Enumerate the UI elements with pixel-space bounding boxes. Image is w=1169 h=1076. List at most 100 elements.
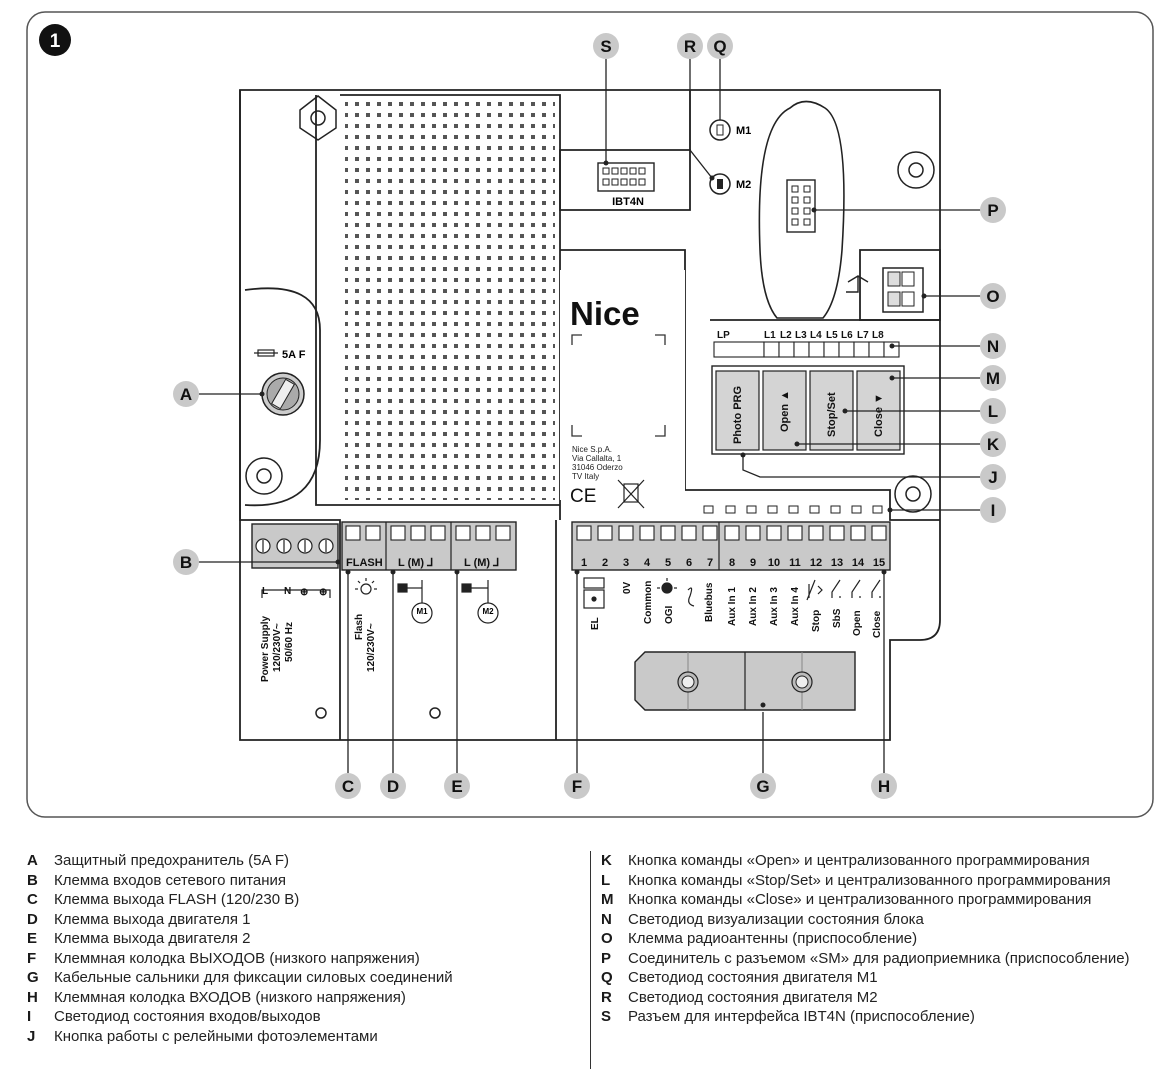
motor1-symbol-label: M1 (416, 607, 428, 616)
legend-key: A (27, 852, 38, 869)
m1-led (709, 119, 731, 141)
motor1-icon (397, 580, 433, 624)
terminal-number: 9 (750, 557, 756, 569)
ogi-lamp-icon (657, 578, 677, 594)
open-button[interactable] (762, 370, 807, 451)
legend-item: M Кнопка команды «Close» и централизованн… (601, 890, 1130, 910)
led-label: L3 (795, 330, 807, 341)
legend-text: Клемма выхода FLASH (120/230 В) (54, 891, 300, 908)
legend-text: Разъем для интерфейса IBT4N (приспособле… (628, 1008, 975, 1025)
callout-d: D (387, 777, 399, 796)
motor2-header: L (M) ⅃ (464, 557, 499, 569)
led-label: L2 (780, 330, 792, 341)
legend-key: K (601, 852, 612, 869)
company-line: Nice S.p.A. (572, 445, 612, 454)
led-label: L1 (764, 330, 776, 341)
legend-key: B (27, 871, 38, 889)
terminal-number: 10 (768, 557, 780, 569)
legend-key: C (27, 891, 38, 908)
terminal-label: Aux In 4 (790, 587, 801, 626)
legend-key: D (27, 910, 38, 928)
legend-text: Клемма радиоантенны (приспособление) (628, 930, 918, 947)
legend-key: J (27, 1027, 36, 1045)
legend-text: Светодиод состояния входов/выходов (54, 1008, 321, 1025)
terminal-label: Aux In 1 (727, 587, 738, 626)
callout-g: G (756, 777, 769, 796)
legend-item: K Кнопка команды «Open» и централизованно… (601, 851, 1130, 871)
legend-key: M (601, 891, 614, 908)
earth-icon: ⊕ (300, 587, 308, 598)
high-voltage-terminals: FLASH L (M) ⅃ L (M) ⅃ Flash 120/230V~ M1 (341, 521, 517, 672)
fuse: 5A F (254, 349, 306, 416)
weee-bin-icon (617, 479, 645, 509)
control-board-diagram: 1 Nice Nice S.p.A. Via (26, 11, 1154, 818)
company-line: 31046 Oderzo (572, 463, 623, 472)
io-leds (703, 505, 883, 514)
legend-key: O (601, 930, 613, 947)
photo-prg-button[interactable] (715, 370, 760, 451)
terminal-label: Aux In 2 (748, 587, 759, 626)
callout-a: A (180, 385, 192, 404)
led-label: LP (717, 330, 730, 341)
flash-label: Flash (354, 614, 365, 640)
antenna-icon (846, 275, 869, 293)
leader-lines (198, 59, 981, 773)
callout-i: I (991, 501, 996, 520)
legend-key: H (27, 988, 38, 1006)
figure-frame (26, 11, 1154, 818)
legend-text: Соединитель с разъемом «SM» для радиопри… (628, 949, 1130, 967)
status-led-labels: LP L1 L2 L3 L4 L5 L6 L7 L8 (717, 330, 884, 341)
legend-text: Кнопка работы с релейными фотоэлементами (54, 1027, 378, 1045)
terminal-number: 8 (729, 557, 735, 569)
terminal-number: 5 (665, 557, 671, 569)
legend-text: Светодиод состояния двигателя M2 (628, 988, 878, 1006)
led-label: L5 (826, 330, 838, 341)
terminal-label: EL (590, 617, 601, 630)
electric-lock-icon (583, 577, 605, 609)
power-supply-label: Power Supply (260, 615, 271, 682)
terminal-number: 13 (831, 557, 843, 569)
power-term-label: N (284, 586, 291, 597)
motor-status-leds: M1 M2 (709, 119, 751, 195)
callout-p: P (987, 201, 998, 220)
led-label: L4 (810, 330, 822, 341)
legend-text: Кнопка команды «Stop/Set» и централизова… (628, 871, 1111, 889)
flash-lamp-icon (355, 578, 377, 595)
terminal-label: OGI (664, 605, 675, 624)
legend-key: F (27, 949, 37, 967)
callout-m: M (986, 369, 1000, 388)
callouts: A B C D E F G H I J K L M N O P Q R S (173, 33, 1006, 799)
legend-key: Q (601, 969, 613, 986)
terminal-number: 3 (623, 557, 629, 569)
legend-key: I (27, 1008, 32, 1025)
terminal-label: 0V (622, 581, 633, 594)
legend-text: Кнопка команды «Open» и централизованног… (628, 852, 1090, 869)
legend-text: Светодиод состояния двигателя M1 (628, 969, 878, 986)
legend-text: Клемма выхода двигателя 2 (54, 930, 251, 947)
motor1-header: L (M) ⅃ (398, 557, 433, 569)
terminal-number: 14 (852, 557, 865, 569)
terminal-label: Bluebus (704, 582, 715, 622)
label-corners (571, 334, 666, 437)
input-switch-icons (806, 579, 881, 601)
terminal-number: 1 (581, 557, 587, 569)
legend-item: B Клемма входов сетевого питания (27, 871, 453, 891)
legend-text: Клемма выхода двигателя 1 (54, 910, 251, 928)
callout-q: Q (713, 37, 726, 56)
mounting-holes (245, 95, 935, 719)
low-voltage-terminals: 1 2 3 4 5 6 7 8 9 10 11 12 13 14 15 (571, 521, 891, 638)
legend-key: G (27, 969, 39, 986)
legend-key: R (601, 988, 612, 1006)
legend-right: K Кнопка команды «Open» и централизованно… (601, 851, 1130, 1027)
legend-key: S (601, 1008, 612, 1025)
fuse-label: 5A F (282, 349, 306, 361)
legend-item: D Клемма выхода двигателя 1 (27, 910, 453, 930)
callout-o: O (986, 287, 999, 306)
legend-text: Клемма входов сетевого питания (54, 871, 287, 889)
legend-text: Кнопка команды «Close» и централизованно… (628, 891, 1092, 908)
led-label: L8 (872, 330, 884, 341)
